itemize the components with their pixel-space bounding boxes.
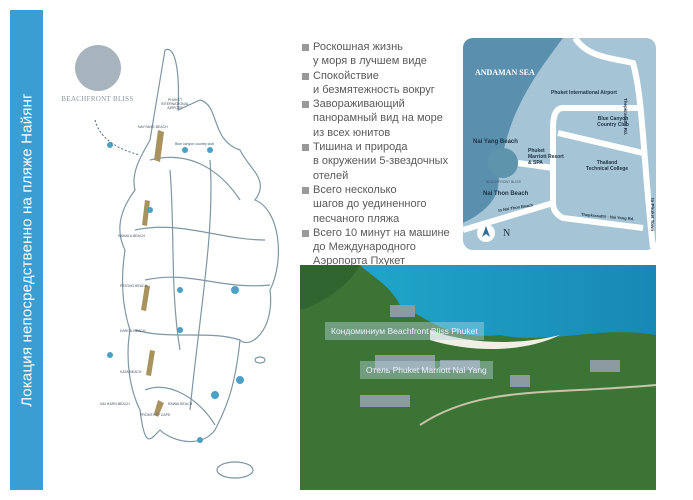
aerial-photo-graphic (300, 265, 656, 490)
feature-item: Роскошная жизнь у моря в лучшем виде (300, 40, 460, 69)
feature-line: Спокойствие (313, 69, 379, 82)
feature-line: Всего 10 минут на машине (313, 226, 450, 239)
local-area-map: ANDAMAN SEA Phuket International Airport… (463, 38, 656, 250)
nai-thon-label: Nai Thon Beach (483, 191, 529, 197)
logo-text: BEACHFRONT BLISS (61, 95, 134, 103)
side-title: Локация непосредственно на пляже Найянг (18, 93, 35, 407)
condo-caption: Кондоминиум Beachfront Bliss Phuket (325, 322, 484, 340)
bullet-square-icon (302, 229, 309, 237)
feature-line: до Международного (313, 241, 416, 254)
hotel-caption: Отель Phuket Marriott Nai Yang (360, 361, 493, 379)
logo: BEACHFRONT BLISS (60, 45, 135, 103)
bullet-square-icon (302, 186, 309, 194)
feature-line: Всего несколько (313, 183, 397, 196)
map-label: PATONG BEACH (120, 284, 148, 288)
phuket-island-map (94, 48, 280, 479)
local-logo-text: BEACHFRONT BLISS (486, 180, 521, 184)
aerial-photo: Кондоминиум Beachfront Bliss Phuket Отел… (300, 265, 656, 490)
bullet-square-icon (302, 101, 309, 109)
north-label: N (503, 228, 511, 239)
feature-line: Роскошная жизнь (313, 41, 403, 53)
map-label: KAMALA BEACH (118, 234, 146, 238)
map-label: PROMTHEP CAPE (140, 413, 171, 417)
feature-line: панорамный вид на море (313, 112, 443, 125)
bullet-square-icon (302, 44, 309, 51)
feature-line: Завораживающий (313, 98, 405, 111)
feature-line: Аэропорта Пхукет (313, 255, 406, 268)
feature-item: Всего 10 минут на машине до Международног… (300, 226, 460, 269)
feature-line: отелей (313, 169, 349, 182)
map-label: PHUKET INTERNATIONAL AIRPORT (161, 98, 189, 110)
college-label: Thailand Technical College (585, 160, 629, 172)
to-town-label: to Phuket Town (650, 198, 655, 232)
nai-yang-label: Nai Yang Beach (473, 139, 518, 145)
map-label: KATA BEACH (120, 370, 142, 374)
local-map-graphic (463, 38, 656, 249)
marriott-label: Phuket Marriott Resort & SPA (528, 148, 564, 166)
map-label: NAYYANG BEACH (138, 125, 168, 129)
feature-line: у моря в лучшем виде (313, 55, 427, 68)
feature-list: Роскошная жизнь у моря в лучшем виде Спок… (300, 40, 460, 269)
road-label: Thepkrasattri Rd. (623, 98, 628, 136)
airport-label: Phuket International Airport (551, 90, 617, 96)
logo-mark (74, 45, 121, 91)
feature-line: из всех юнитов (313, 126, 391, 139)
feature-line: песчаного пляжа (313, 212, 400, 225)
sea-label: ANDAMAN SEA (475, 68, 535, 77)
feature-line: шагов до уединенного (313, 198, 427, 211)
feature-line: и безмятежность вокруг (313, 83, 435, 96)
golf-label: Blue Canyon Country Club (597, 116, 629, 128)
side-title-band: Локация непосредственно на пляже Найянг (10, 10, 43, 490)
map-label: NAI HARN BEACH (100, 402, 130, 406)
map-label: KARON BEACH (120, 329, 146, 333)
map-label: RAWAI BEACH (168, 402, 193, 406)
feature-line: Тишина и природа (313, 141, 408, 154)
map-label: Blue canyon country club (175, 142, 215, 146)
feature-line: в окружении 5-звездочных (313, 155, 449, 168)
bullet-square-icon (302, 144, 309, 152)
bullet-square-icon (302, 72, 309, 80)
